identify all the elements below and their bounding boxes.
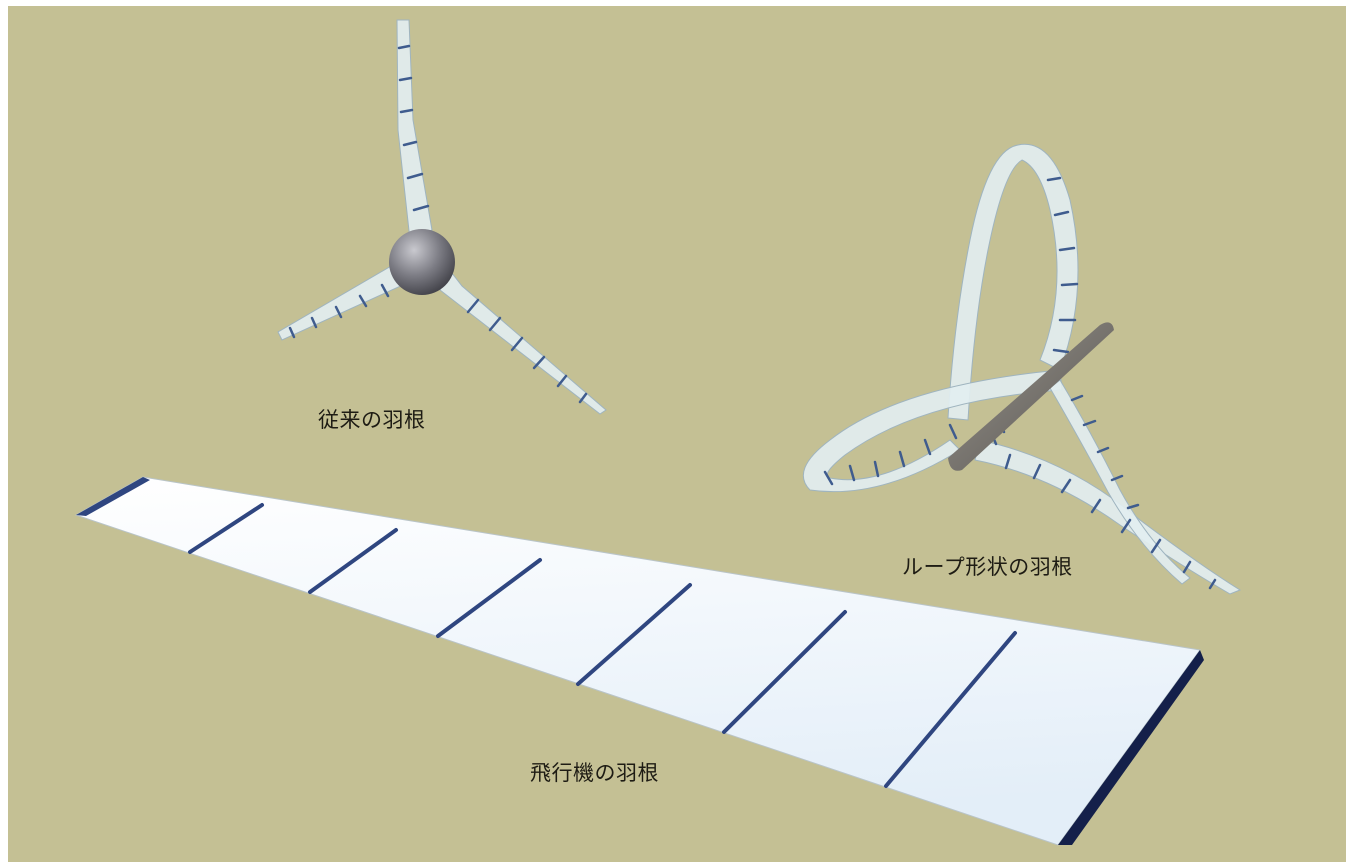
blade-rib <box>1070 394 1084 402</box>
conventional-blade-ribs <box>288 44 588 404</box>
conventional-rotor-hub <box>389 229 455 295</box>
blade-rib <box>380 283 390 298</box>
blade-rib <box>1150 538 1162 554</box>
blade-rib <box>358 294 368 308</box>
loop-rotor <box>802 143 1242 595</box>
aircraft-wing-label: 飛行機の羽根 <box>530 761 659 785</box>
blade-rib <box>1096 446 1110 454</box>
aircraft-wing-ribs <box>188 503 1017 788</box>
blade-rib <box>923 438 932 456</box>
blade-rib <box>578 392 588 404</box>
blade-rib <box>188 503 264 554</box>
blade-rib <box>1053 210 1070 217</box>
blade-rib <box>334 305 343 319</box>
loop-blade-right-inner <box>1049 379 1191 585</box>
conventional-blade-top <box>396 19 433 241</box>
blade-rib <box>722 610 847 734</box>
blade-rib <box>848 464 856 482</box>
blade-rib <box>1110 474 1124 482</box>
blade-rib <box>488 316 502 332</box>
aircraft-wing-leading-edge <box>76 477 150 516</box>
blade-rib <box>412 204 430 212</box>
blade-rib <box>308 528 398 594</box>
loop-blade-top <box>947 143 1079 421</box>
blade-rib <box>398 76 413 82</box>
blade-rib <box>884 631 1017 788</box>
blade-rib <box>399 108 414 114</box>
blade-rib <box>310 316 318 329</box>
blade-rib <box>397 44 411 50</box>
blade-rib <box>1060 478 1072 494</box>
blade-rib <box>1120 518 1132 534</box>
blade-rib <box>1046 176 1062 182</box>
blade-rib <box>1182 560 1192 574</box>
blade-rib <box>1060 282 1079 287</box>
blade-rib <box>873 460 880 478</box>
blade-rib <box>1058 246 1076 252</box>
blade-rib <box>436 558 542 638</box>
blade-rib <box>576 583 692 686</box>
loop-blade-label: ループ形状の羽根 <box>902 555 1073 579</box>
blade-rib <box>1126 503 1140 510</box>
loop-blade-right <box>974 439 1242 595</box>
aircraft-wing-trailing-edge <box>1058 650 1204 845</box>
blade-rib <box>406 172 424 180</box>
blade-rib <box>402 140 418 147</box>
blade-rib <box>898 450 906 468</box>
blade-rib <box>823 470 834 486</box>
blade-rib <box>510 336 524 352</box>
loop-rotor-axle <box>948 322 1114 471</box>
blade-rib <box>556 374 568 388</box>
conventional-rotor <box>277 19 607 415</box>
blade-rib <box>466 298 480 314</box>
blade-rib <box>1082 419 1097 427</box>
conventional-blade-label: 従来の羽根 <box>318 408 426 432</box>
blade-rib <box>1208 578 1217 590</box>
blade-rib <box>288 326 296 339</box>
blade-rib <box>1090 498 1102 514</box>
blade-rib <box>1032 463 1042 480</box>
blade-rib <box>1052 348 1070 354</box>
blade-rib <box>948 423 958 440</box>
aircraft-wing <box>74 476 1204 846</box>
blade-rib <box>1004 453 1012 470</box>
blade-rib <box>532 355 546 370</box>
